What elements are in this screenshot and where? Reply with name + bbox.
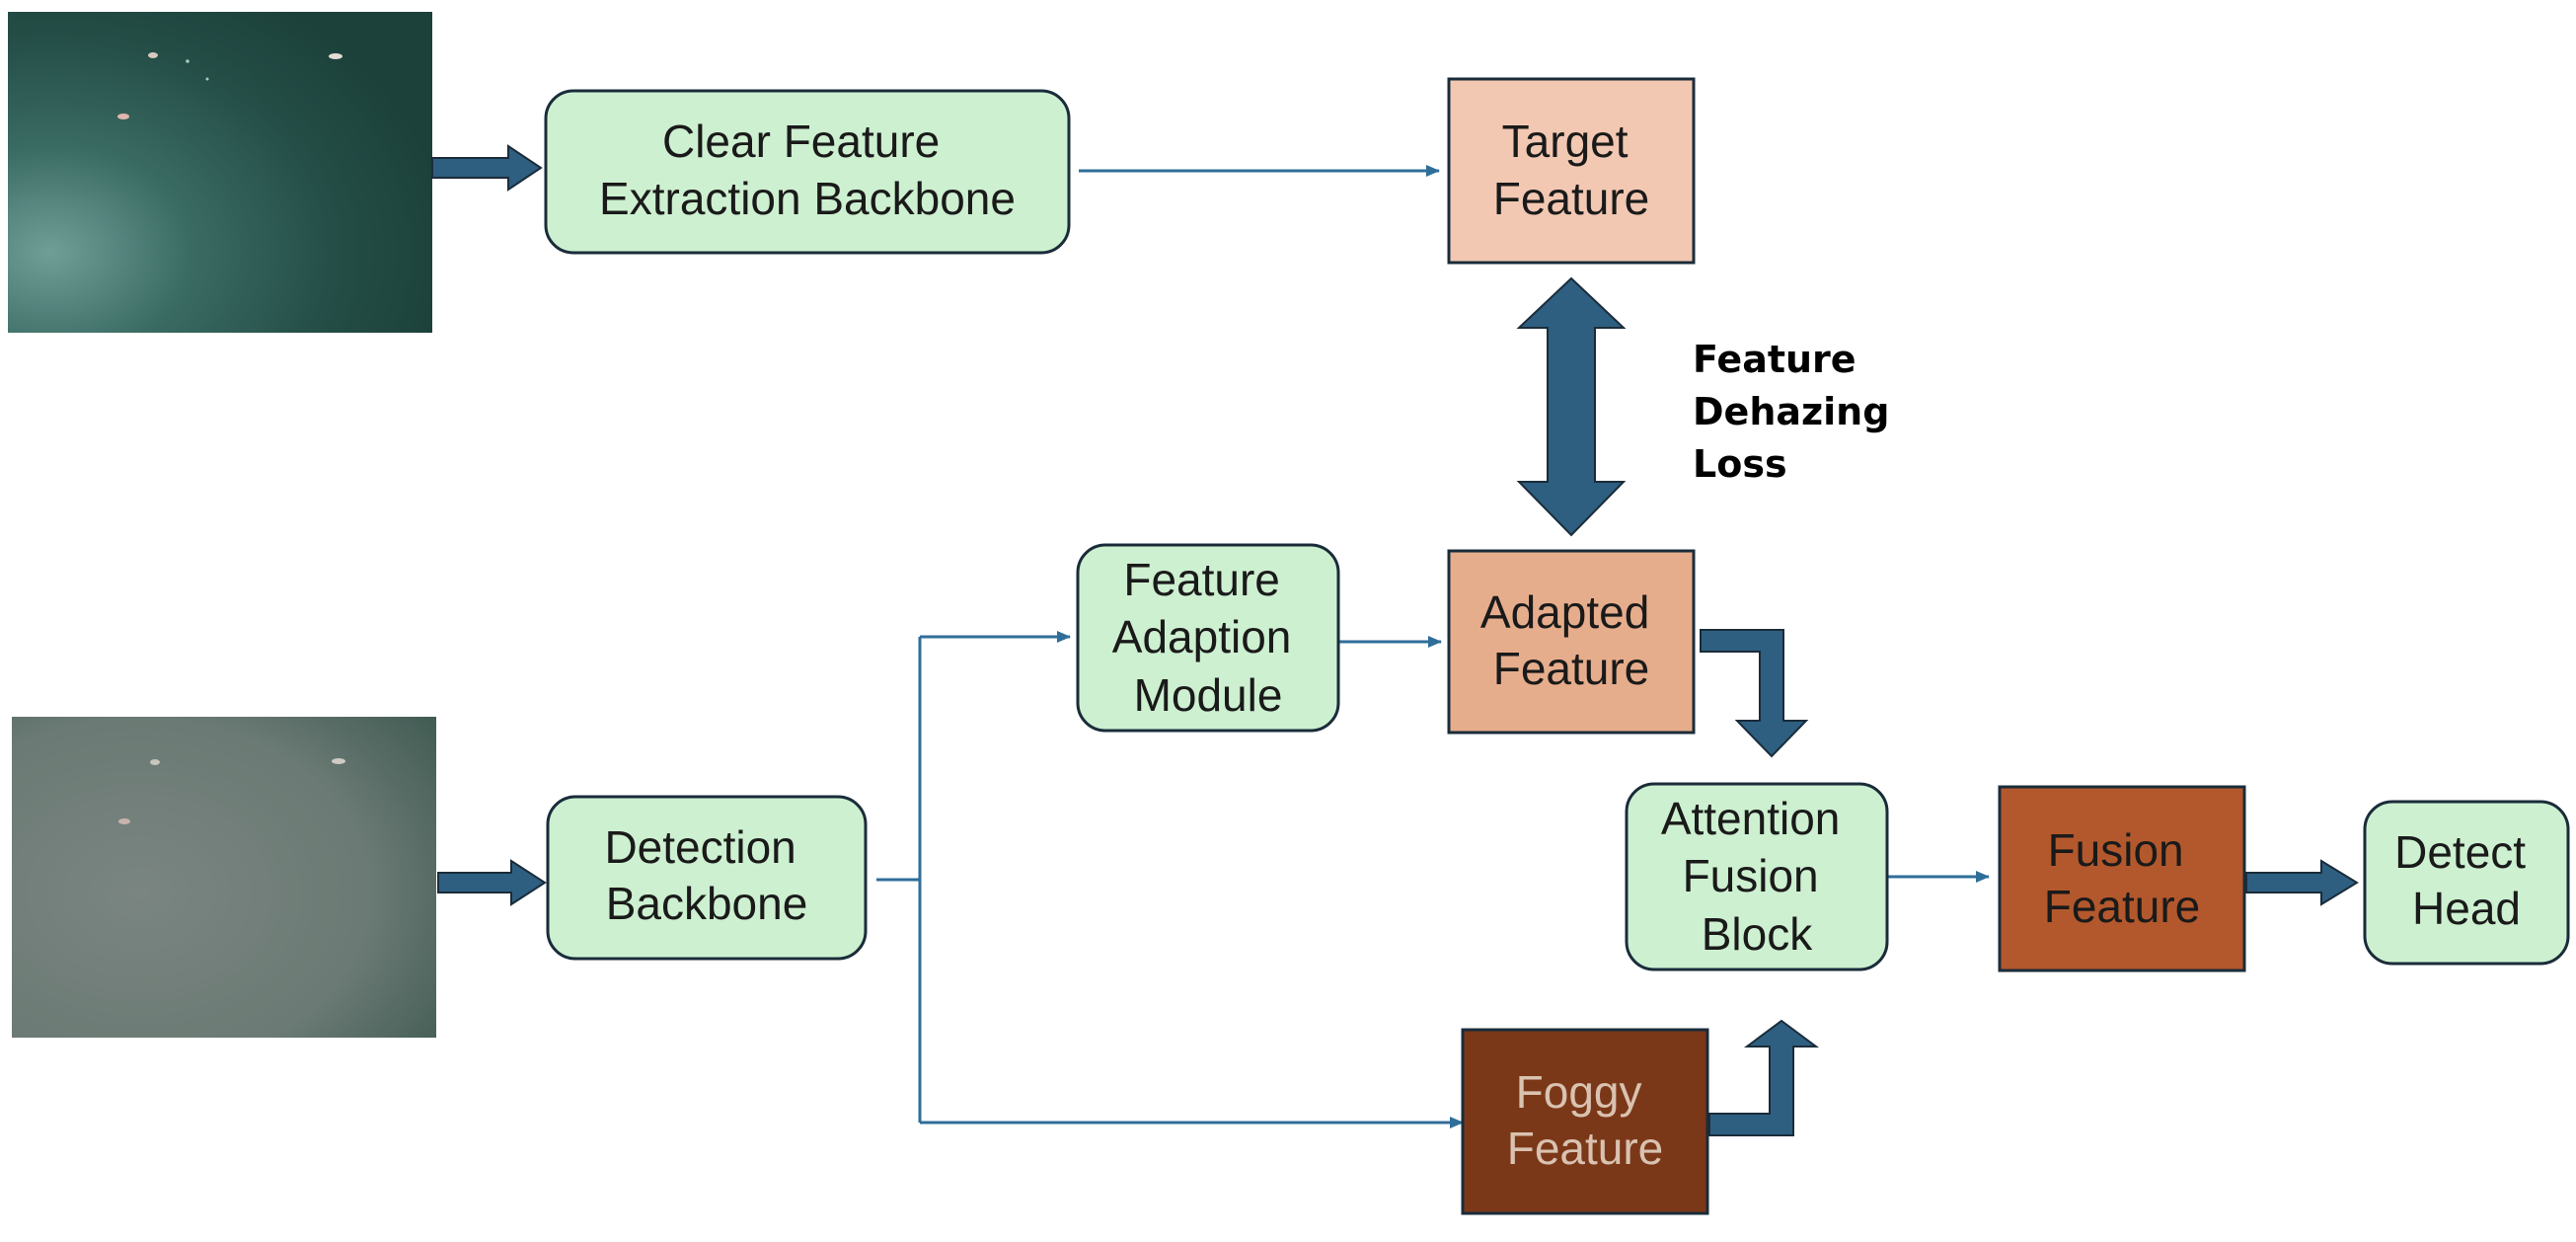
foggy-feature-label: Foggy Feature — [1507, 1066, 1664, 1174]
detect-head-label: Detect Head — [2394, 826, 2538, 934]
fusion-feature-box — [1998, 785, 2246, 972]
fusion-feature-label: Fusion Feature — [2044, 824, 2201, 932]
attention-fusion-box — [1625, 782, 1889, 971]
bent-arrow-foggy-to-attention — [1708, 1019, 1820, 1136]
detection-backbone-box — [546, 795, 868, 961]
detection-backbone-label: Detection Backbone — [604, 821, 808, 929]
thick-arrow-fusion-to-head — [2245, 859, 2359, 906]
foggy-aerial-image — [12, 717, 436, 1038]
thick-arrow-foggy-input — [437, 859, 547, 906]
clear-backbone-box — [544, 89, 1071, 255]
target-feature-box — [1447, 77, 1696, 265]
thick-arrow-clear-input — [431, 144, 543, 192]
feature-adaption-label: Feature Adaption Module — [1112, 554, 1304, 721]
bent-arrow-adapted-to-attention — [1700, 629, 1809, 758]
feature-adaption-box — [1076, 543, 1340, 733]
foggy-feature-box — [1461, 1028, 1709, 1215]
detect-head-box — [2363, 800, 2570, 966]
adapted-feature-label: Adapted Feature — [1480, 586, 1662, 694]
line-backbone-split — [876, 637, 922, 1123]
target-feature-label: Target Feature — [1493, 116, 1650, 224]
clear-backbone-label: Clear Feature Extraction Backbone — [599, 116, 1016, 224]
adapted-feature-box — [1447, 549, 1696, 735]
clear-aerial-image — [8, 12, 432, 333]
double-arrow-dehazing-loss — [1516, 276, 1627, 537]
attention-fusion-label: Attention Fusion Block — [1661, 793, 1853, 960]
feature-dehazing-loss-label: Feature Dehazing Loss — [1693, 338, 1903, 486]
